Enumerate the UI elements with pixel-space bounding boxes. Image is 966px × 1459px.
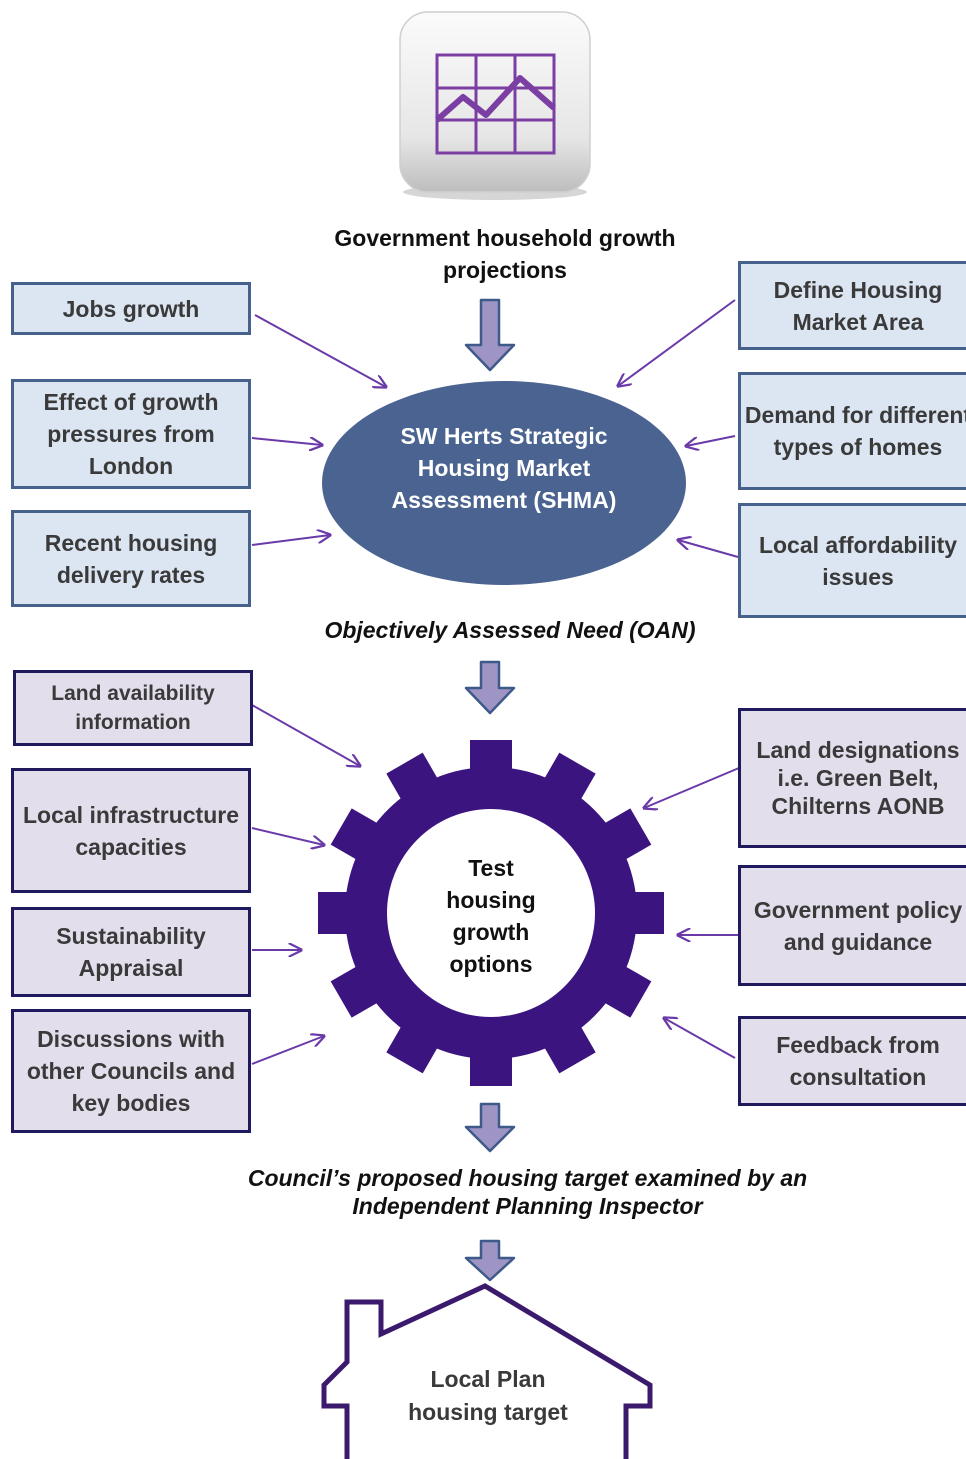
connector-designations <box>644 767 740 808</box>
inspector-label: Council’s proposed housing target examin… <box>247 1165 808 1219</box>
connector-demand <box>686 435 736 446</box>
down-arrow-2 <box>464 660 516 715</box>
input-land-designations: Land designations i.e. Green Belt, Chilt… <box>738 708 966 848</box>
house-label: Local Plan housing target <box>408 1366 568 1425</box>
oan-label: Objectively Assessed Need (OAN) <box>324 617 696 643</box>
input-government-policy: Government policy and guidance <box>738 865 966 986</box>
connector-affordability <box>678 540 739 558</box>
connector-discussions <box>251 1036 324 1065</box>
gear-label: Test housing growth options <box>446 855 536 977</box>
connector-hma <box>618 299 736 386</box>
gear-shape <box>318 740 664 1086</box>
connector-infrastructure <box>251 827 324 845</box>
input-delivery-rates: Recent housing delivery rates <box>11 510 251 607</box>
input-demand-homes: Demand for different types of homes <box>738 372 966 490</box>
down-arrow-3 <box>464 1102 516 1153</box>
input-affordability: Local affordability issues <box>738 503 966 618</box>
connector-feedback <box>664 1018 736 1059</box>
shma-ellipse <box>322 381 686 585</box>
shma-label: SW Herts Strategic Housing Market Assess… <box>391 423 617 513</box>
input-infrastructure: Local infrastructure capacities <box>11 768 251 893</box>
input-housing-market-area: Define Housing Market Area <box>738 261 966 350</box>
input-sustainability: Sustainability Appraisal <box>11 907 251 997</box>
connector-land-availability <box>251 704 360 766</box>
projections-heading: Government household growth projections <box>334 225 676 283</box>
connector-london <box>251 438 322 445</box>
input-discussions: Discussions with other Councils and key … <box>11 1009 251 1133</box>
input-london-pressures: Effect of growth pressures from London <box>11 379 251 489</box>
down-arrow-4 <box>464 1239 516 1282</box>
house-outline <box>321 1283 653 1459</box>
input-consultation-feedback: Feedback from consultation <box>738 1016 966 1106</box>
down-arrow-1 <box>464 298 516 372</box>
input-jobs-growth: Jobs growth <box>11 282 251 335</box>
input-land-availability: Land availability information <box>13 670 253 746</box>
connector-jobs <box>254 314 386 387</box>
connector-delivery <box>251 535 330 546</box>
line-chart-icon <box>399 11 591 200</box>
